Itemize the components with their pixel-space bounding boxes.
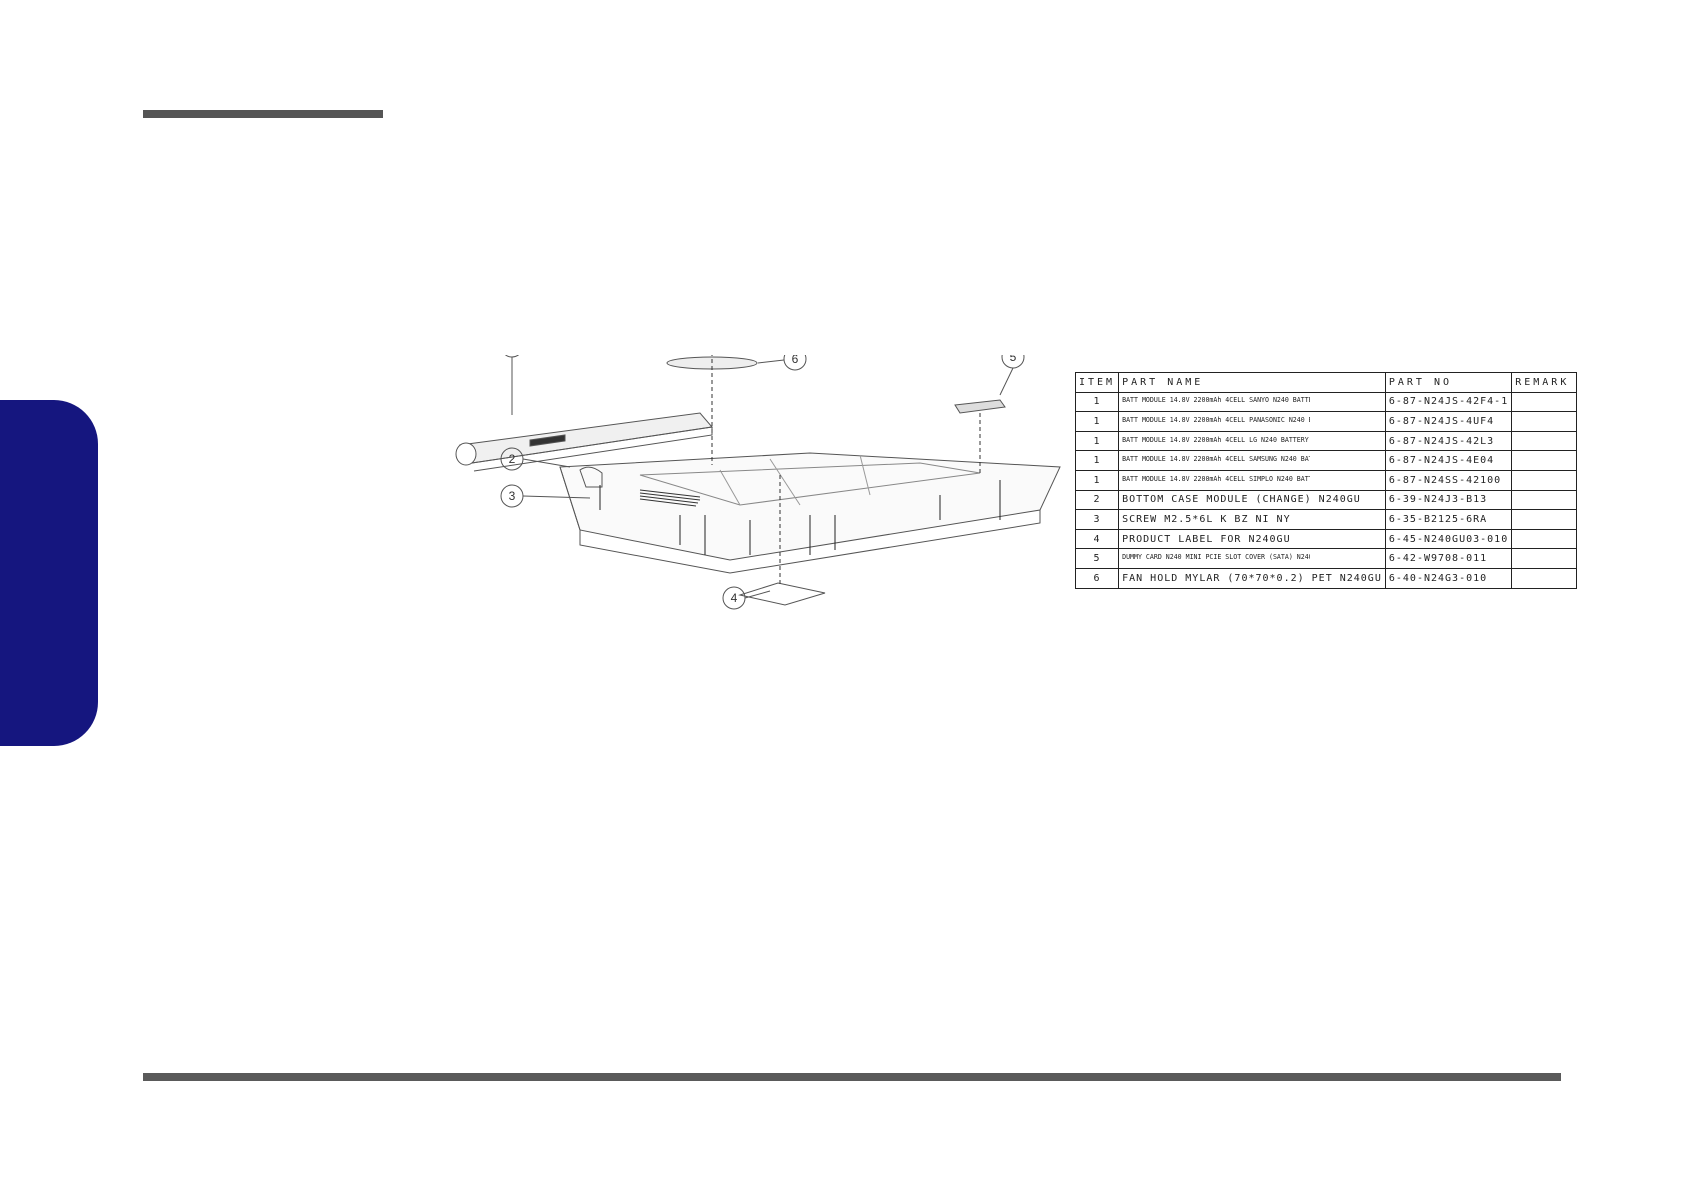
callouts	[500, 355, 1025, 610]
row-item: 6	[1074, 567, 1120, 589]
row-remark	[1511, 548, 1578, 569]
row-remark	[1511, 528, 1578, 550]
part-name-text: DUMMY CARD N240 MINI PCIE SLOT COVER (SA…	[1122, 553, 1311, 562]
callout-6: 6	[792, 355, 799, 366]
part-name-text: BATT MODULE 14.8V 2200mAh 4CELL PANASONI…	[1122, 415, 1310, 424]
row-remark	[1511, 430, 1578, 452]
row-remark	[1511, 469, 1578, 491]
callout-5: 5	[1010, 355, 1017, 364]
header-item: ITEM	[1074, 372, 1120, 393]
row-part-name: SCREW M2.5*6L K BZ NI NY	[1118, 509, 1386, 530]
hinge-part	[579, 466, 603, 488]
row-part-no: 6-87-N24SS-42100	[1384, 469, 1513, 491]
row-item: 2	[1074, 489, 1120, 511]
product-label	[738, 582, 826, 606]
row-part-no: 6-39-N24J3-B13	[1384, 489, 1513, 511]
vent-grille	[639, 489, 701, 507]
part-name-text: BATT MODULE 14.8V 2200mAh 4CELL SIMPLO N…	[1122, 474, 1310, 483]
row-item: 1	[1074, 411, 1120, 432]
row-part-name: PRODUCT LABEL FOR N240GU	[1118, 528, 1386, 550]
row-part-no: 6-87-N24JS-42F4-1	[1384, 391, 1513, 413]
header-remark: REMARK	[1511, 372, 1578, 393]
part-name-text: BATT MODULE 14.8V 2200mAh 4CELL SAMSUNG …	[1122, 455, 1310, 464]
table-header-row: ITEM PART NAME PART NO REMARK	[1074, 372, 1578, 393]
row-part-name: DUMMY CARD N240 MINI PCIE SLOT COVER (SA…	[1118, 548, 1386, 569]
row-part-no: 6-45-N240GU03-010	[1384, 528, 1513, 550]
callout-3: 3	[509, 489, 516, 503]
chapter-side-tab	[0, 400, 98, 746]
header-rule	[143, 110, 383, 118]
row-remark	[1511, 509, 1578, 530]
header-part-name: PART NAME	[1118, 372, 1386, 393]
row-remark	[1511, 411, 1578, 432]
row-part-no: 6-87-N24JS-4E04	[1384, 450, 1513, 471]
row-remark	[1511, 489, 1578, 511]
row-part-name: BATT MODULE 14.8V 2200mAh 4CELL SAMSUNG …	[1118, 450, 1386, 471]
row-part-name: FAN HOLD MYLAR (70*70*0.2) PET N240GU	[1118, 567, 1386, 589]
part-name-text: BATT MODULE 14.8V 2200mAh 4CELL SANYO N2…	[1122, 396, 1310, 405]
row-part-no: 6-87-N24JS-42L3	[1384, 430, 1513, 452]
row-item: 4	[1074, 528, 1120, 550]
part-name-text: BATT MODULE 14.8V 2200mAh 4CELL LG N240 …	[1122, 435, 1311, 444]
row-item: 1	[1074, 391, 1120, 413]
screws	[599, 480, 1001, 555]
row-item: 3	[1074, 509, 1120, 530]
row-part-name: BATT MODULE 14.8V 2200mAh 4CELL LG N240 …	[1118, 430, 1386, 452]
row-part-name: BATT MODULE 14.8V 2200mAh 4CELL PANASONI…	[1118, 411, 1386, 432]
row-part-no: 6-40-N24G3-010	[1384, 567, 1513, 589]
dummy-card	[954, 399, 1006, 414]
row-item: 5	[1074, 548, 1120, 569]
header-part-no: PART NO	[1384, 372, 1513, 393]
row-item: 1	[1074, 450, 1120, 471]
row-part-no: 6-35-B2125-6RA	[1384, 509, 1513, 530]
row-remark	[1511, 391, 1578, 413]
exploded-view-drawing: 1 2 3 4 5 6	[455, 355, 1061, 610]
row-remark	[1511, 567, 1578, 589]
battery-pack	[455, 412, 713, 472]
callout-4: 4	[731, 591, 738, 605]
row-part-no: 6-42-W9708-011	[1384, 548, 1513, 569]
row-part-name: BATT MODULE 14.8V 2200mAh 4CELL SANYO N2…	[1118, 391, 1386, 413]
row-remark	[1511, 450, 1578, 471]
footer-rule	[143, 1073, 1561, 1081]
row-part-no: 6-87-N24JS-4UF4	[1384, 411, 1513, 432]
callout-2: 2	[509, 452, 516, 466]
row-item: 1	[1074, 469, 1120, 491]
row-part-name: BOTTOM CASE MODULE (CHANGE) N240GU	[1118, 489, 1386, 511]
row-part-name: BATT MODULE 14.8V 2200mAh 4CELL SIMPLO N…	[1118, 469, 1386, 491]
row-item: 1	[1074, 430, 1120, 452]
